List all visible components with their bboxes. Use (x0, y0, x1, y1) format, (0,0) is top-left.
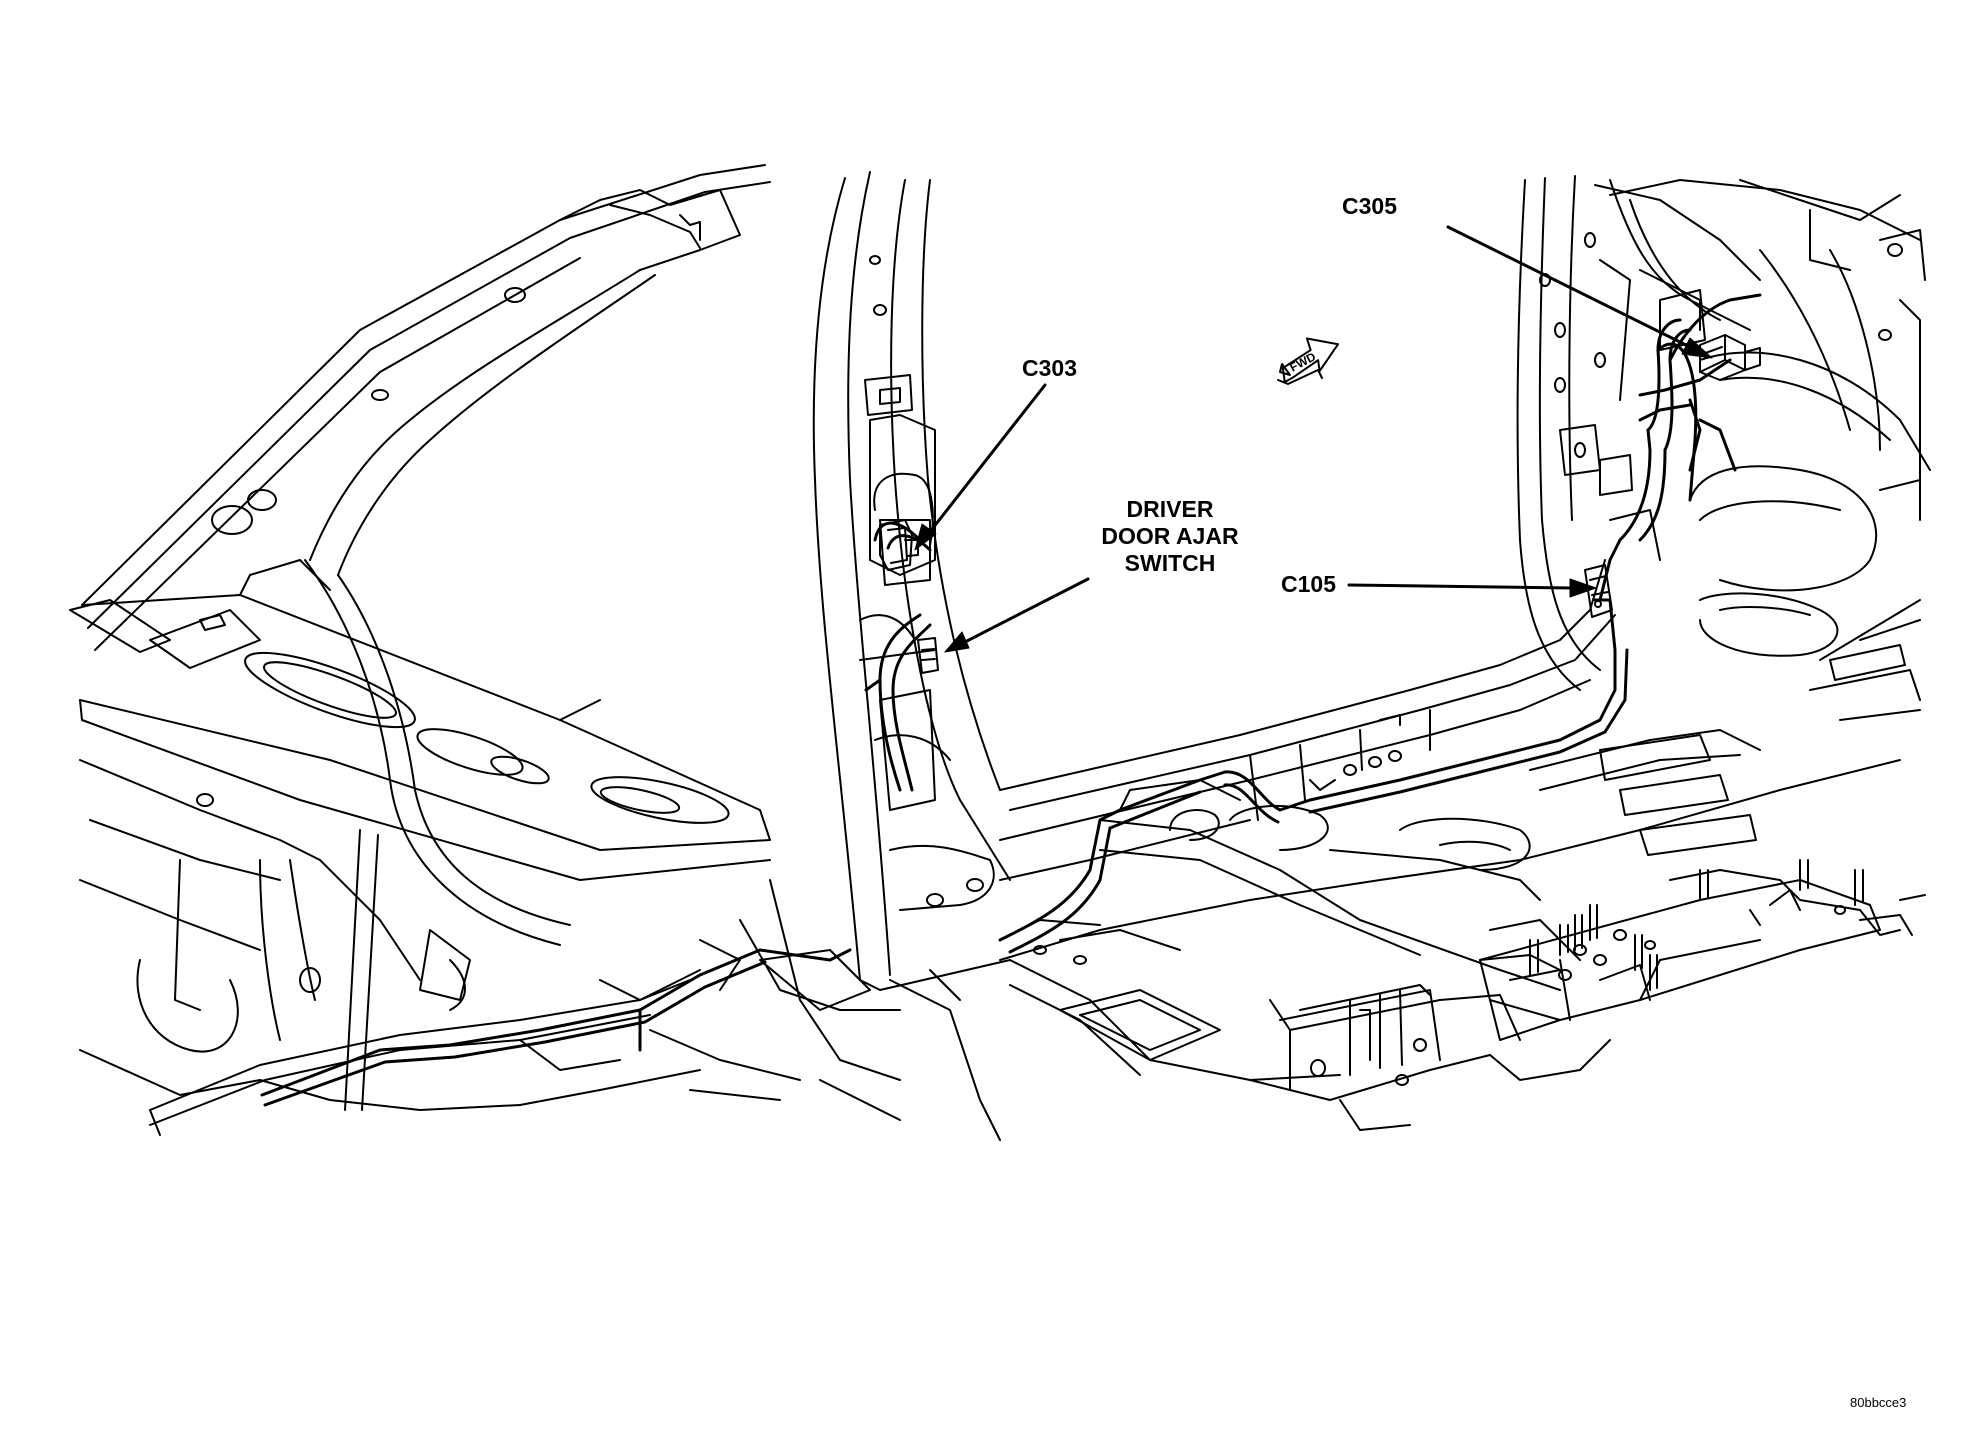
left-floor-structure (80, 760, 740, 1135)
rear-mount-plate (1480, 860, 1925, 1040)
floor-pan (1000, 620, 1920, 990)
c305-label: C305 (1342, 193, 1397, 219)
cowl-panel (80, 560, 770, 880)
callout-leaders (929, 227, 1688, 643)
c303-connector (874, 474, 933, 570)
callout-arrowheads (915, 338, 1712, 652)
c303-label: C303 (1022, 355, 1077, 381)
wiring-harness (262, 295, 1760, 1105)
front-floor-pan (650, 880, 1340, 1140)
windshield-frame (70, 165, 770, 945)
rear-wheelhouse (1610, 180, 1930, 660)
figure-code: 80bbcce3 (1850, 1395, 1907, 1410)
switch-label-line-1: DRIVER (1126, 496, 1214, 522)
c105-connector (1585, 565, 1612, 617)
b-pillar (814, 172, 1010, 990)
fwd-arrow-icon (1278, 334, 1342, 384)
c-pillar (1518, 176, 1760, 690)
c105-label: C105 (1281, 571, 1336, 597)
door-ajar-switch (918, 638, 938, 673)
switch-label-line-2: DOOR AJAR (1101, 523, 1239, 549)
switch-label-line-3: SWITCH (1124, 550, 1216, 576)
seat-crossmember (1250, 920, 1610, 1130)
door-ajar-switch-label: DRIVER DOOR AJAR SWITCH (1080, 496, 1260, 577)
